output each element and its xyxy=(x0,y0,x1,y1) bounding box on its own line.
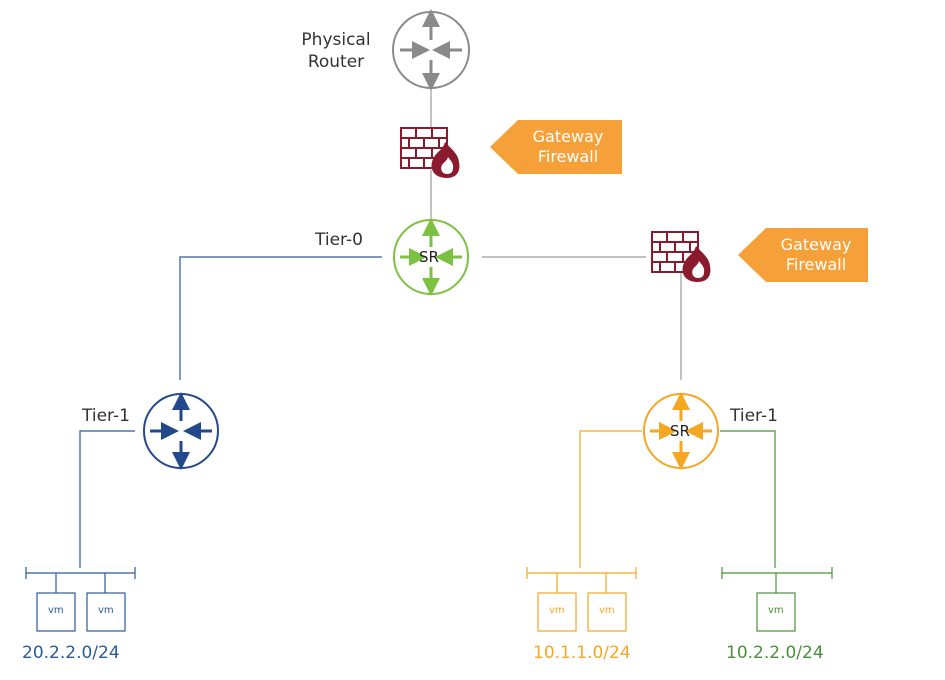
tier0-router-icon xyxy=(393,218,469,296)
vm-label: vm xyxy=(98,605,114,616)
physical-router-label-line2: Router xyxy=(307,52,365,72)
gateway-firewall-callout-top: Gateway Firewall xyxy=(516,127,620,167)
physical-router-label-line1: Physical xyxy=(301,30,371,50)
physical-router-label: Physical Router xyxy=(296,29,376,73)
link-tier1-right-segment-green xyxy=(720,430,776,568)
connection-lines xyxy=(79,90,776,568)
tier1-sr-label: SR xyxy=(670,422,690,440)
callout-arrow xyxy=(738,228,868,282)
vm-label: vm xyxy=(599,605,615,616)
link-tier1-left-segment xyxy=(79,430,135,568)
segment-orange xyxy=(526,567,637,632)
vm-icon xyxy=(36,592,76,632)
callout-arrow xyxy=(490,120,622,174)
tier1-router-icon xyxy=(143,392,219,470)
tier0-sr-label: SR xyxy=(419,248,439,266)
vm-label: vm xyxy=(48,605,64,616)
gateway-firewall-callout-right: Gateway Firewall xyxy=(764,235,868,275)
tier1-right-label: Tier-1 xyxy=(730,406,778,426)
firewall-icon xyxy=(651,231,711,282)
tier1-left-label: Tier-1 xyxy=(82,406,130,426)
vm-icon xyxy=(537,592,577,632)
physical-router-icon xyxy=(392,9,470,91)
vm-label: vm xyxy=(768,605,784,616)
segment-green xyxy=(721,567,833,632)
callout-line2: Firewall xyxy=(785,255,847,274)
subnet-label-blue: 20.2.2.0/24 xyxy=(22,643,120,663)
callout-line1: Gateway xyxy=(780,235,852,254)
tier0-label: Tier-0 xyxy=(315,230,363,250)
tier1-sr-router-icon xyxy=(643,392,719,470)
vm-icon xyxy=(86,592,126,632)
segment-blue xyxy=(25,567,136,632)
vm-label: vm xyxy=(549,605,565,616)
subnet-label-orange: 10.1.1.0/24 xyxy=(533,643,631,663)
subnet-label-green: 10.2.2.0/24 xyxy=(726,643,824,663)
link-tier0-tier1-left xyxy=(179,256,382,380)
vm-icon xyxy=(587,592,627,632)
vm-icon xyxy=(756,592,796,632)
callout-line1: Gateway xyxy=(532,127,604,146)
firewall-icon xyxy=(400,127,460,178)
callout-line2: Firewall xyxy=(537,147,599,166)
link-tier1-right-segment-orange xyxy=(579,430,642,568)
